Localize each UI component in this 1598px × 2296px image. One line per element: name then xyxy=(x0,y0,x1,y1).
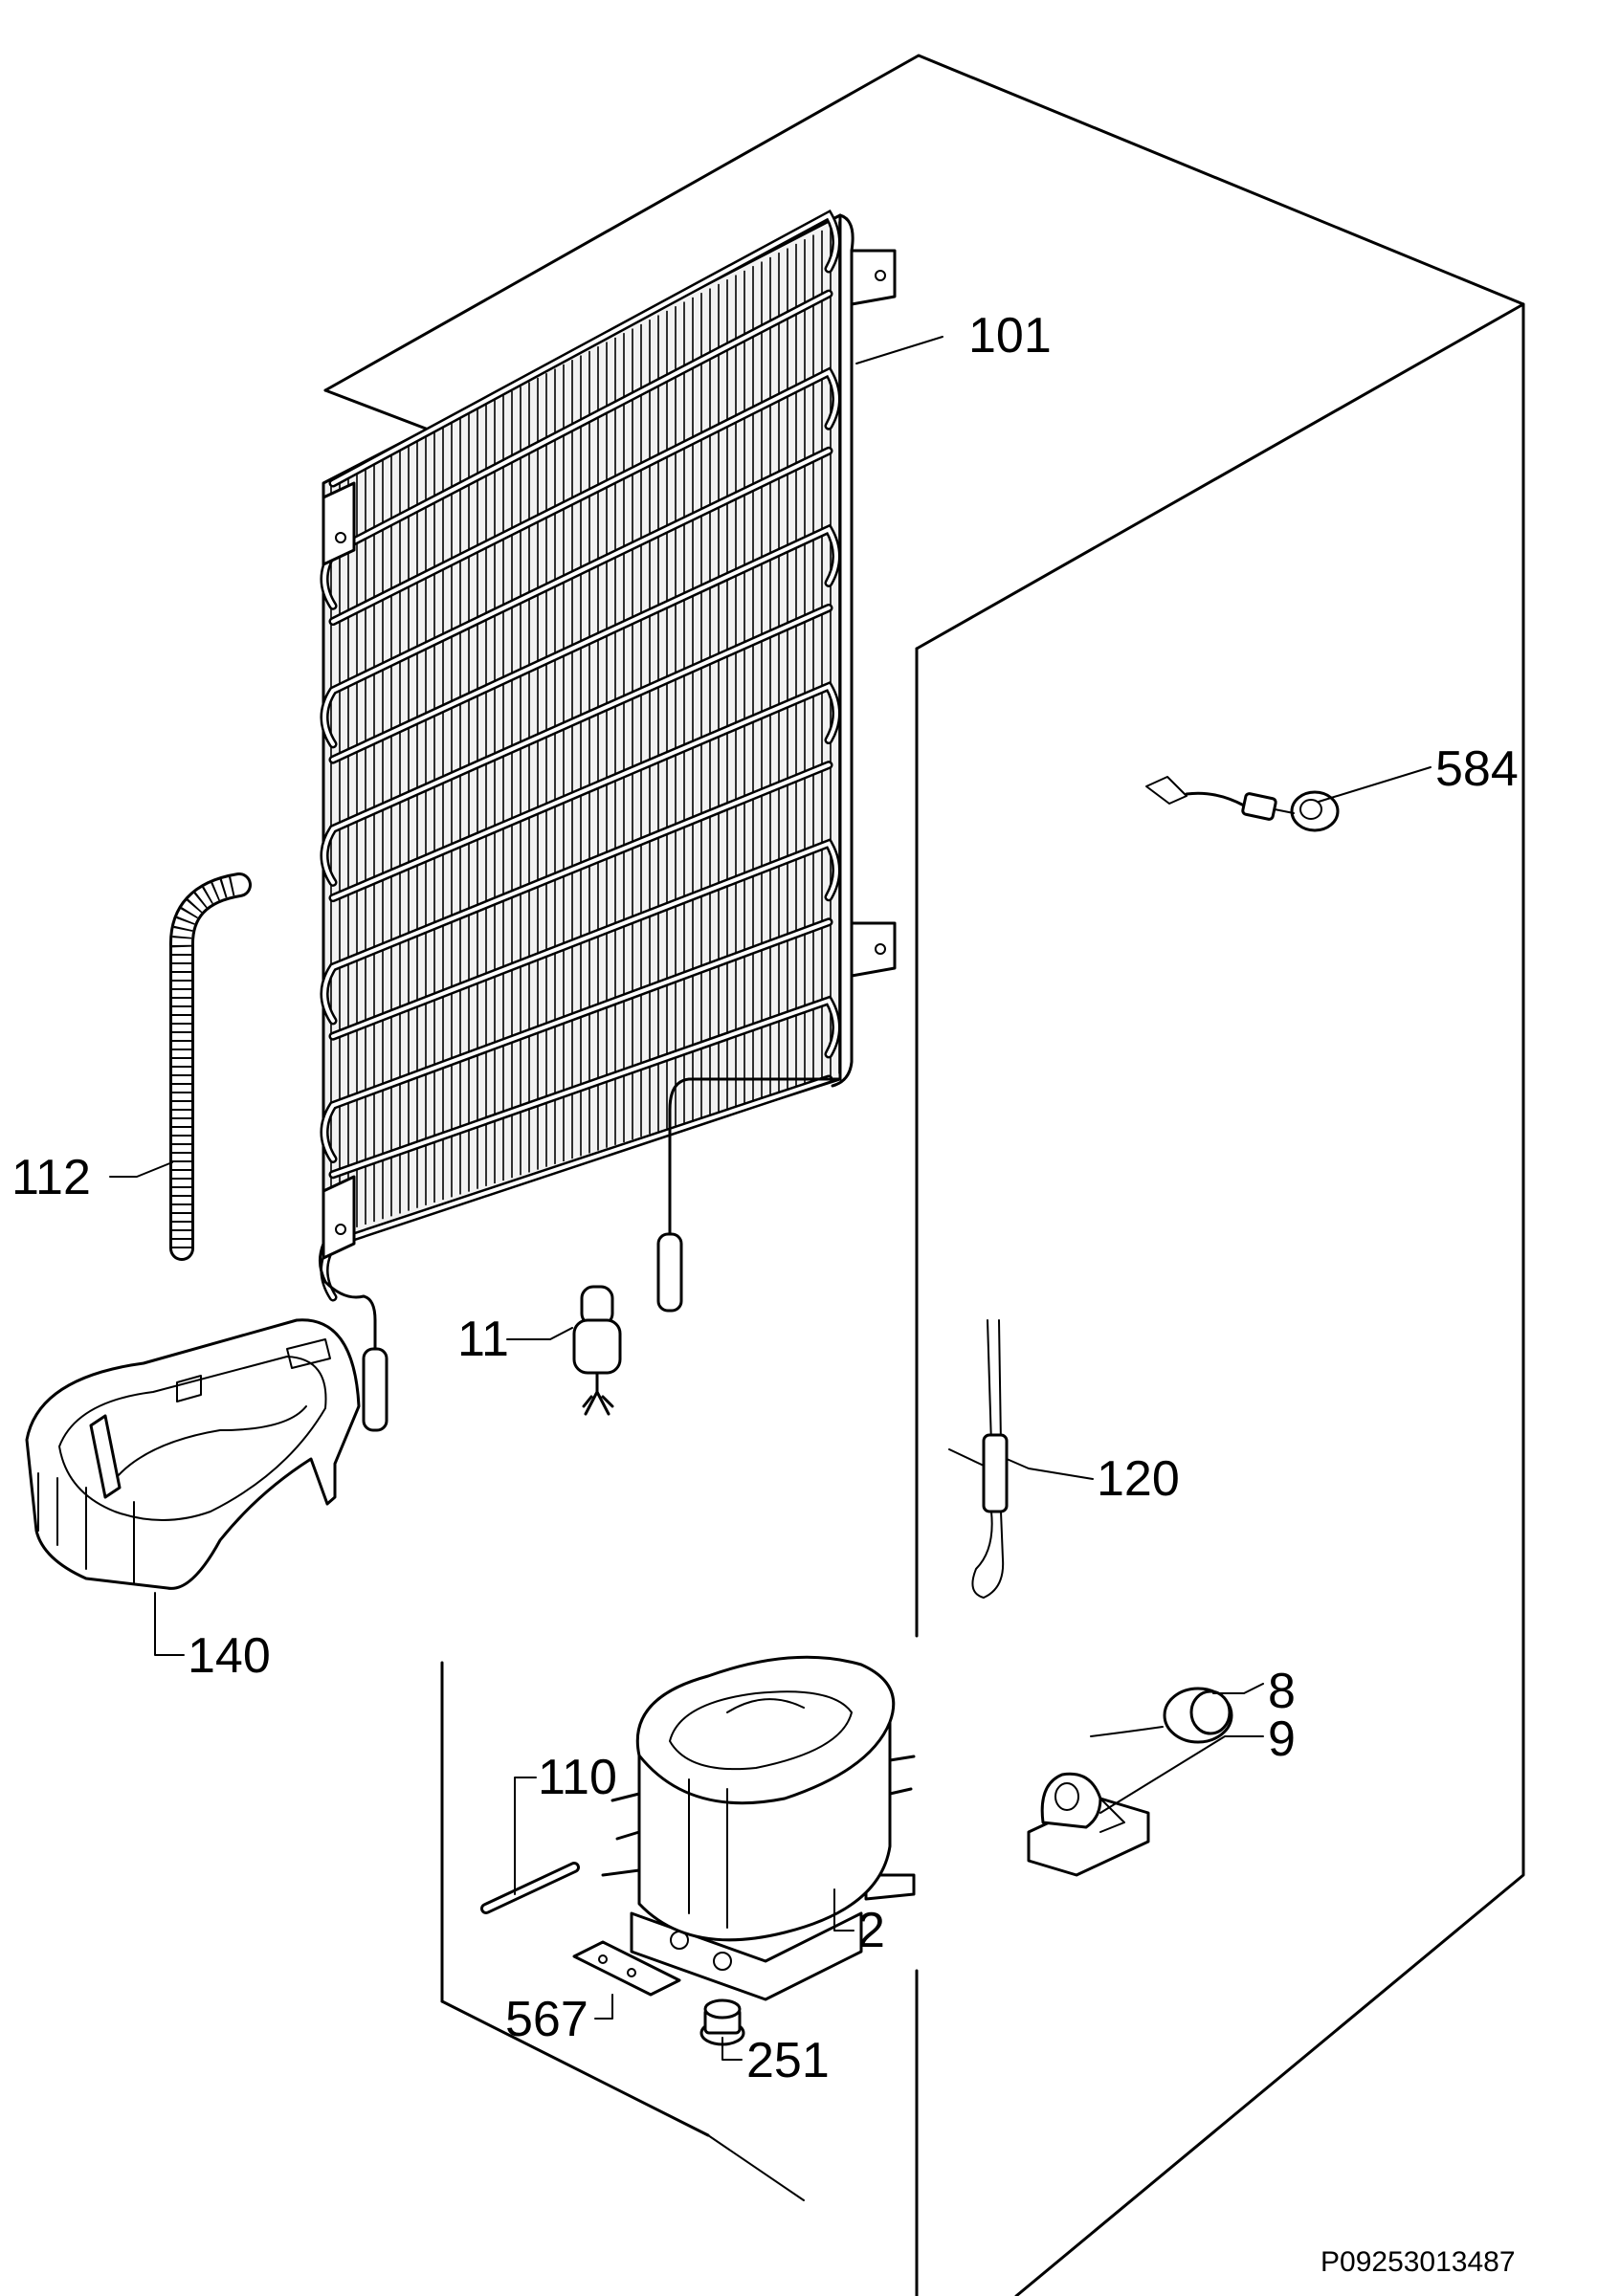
pipe-110 xyxy=(480,1862,580,1914)
drip-tray-140 xyxy=(25,1318,361,1590)
condenser-coils xyxy=(320,209,841,1302)
callout-110: 110 xyxy=(538,1750,617,1805)
relay-8 xyxy=(1090,1687,1233,1744)
reference-code: P09253013487 xyxy=(1321,2246,1516,2278)
drier-11 xyxy=(572,1285,622,1416)
callout-140: 140 xyxy=(188,1628,271,1684)
callout-9: 9 xyxy=(1268,1711,1296,1767)
compressor-2 xyxy=(601,1655,916,2001)
condenser-101 xyxy=(319,209,897,1432)
cabinet-outline xyxy=(323,54,1525,2296)
grommet-251 xyxy=(699,1998,745,2046)
clamp-9 xyxy=(1027,1772,1150,1877)
callout-584: 584 xyxy=(1435,741,1519,797)
bracket-567 xyxy=(572,1940,681,1997)
callout-8: 8 xyxy=(1268,1664,1296,1719)
callout-567: 567 xyxy=(505,1992,588,2047)
earth-terminal-584 xyxy=(1145,776,1340,832)
callout-2: 2 xyxy=(857,1903,885,1958)
thermal-fuse-120 xyxy=(948,1319,1009,1599)
callout-112: 112 xyxy=(11,1150,91,1205)
callout-leaders xyxy=(109,336,1432,2061)
callout-11: 11 xyxy=(457,1312,509,1367)
callout-101: 101 xyxy=(968,308,1052,364)
callout-251: 251 xyxy=(746,2033,830,2088)
callout-120: 120 xyxy=(1097,1451,1180,1507)
drain-hose-112 xyxy=(168,872,252,1261)
